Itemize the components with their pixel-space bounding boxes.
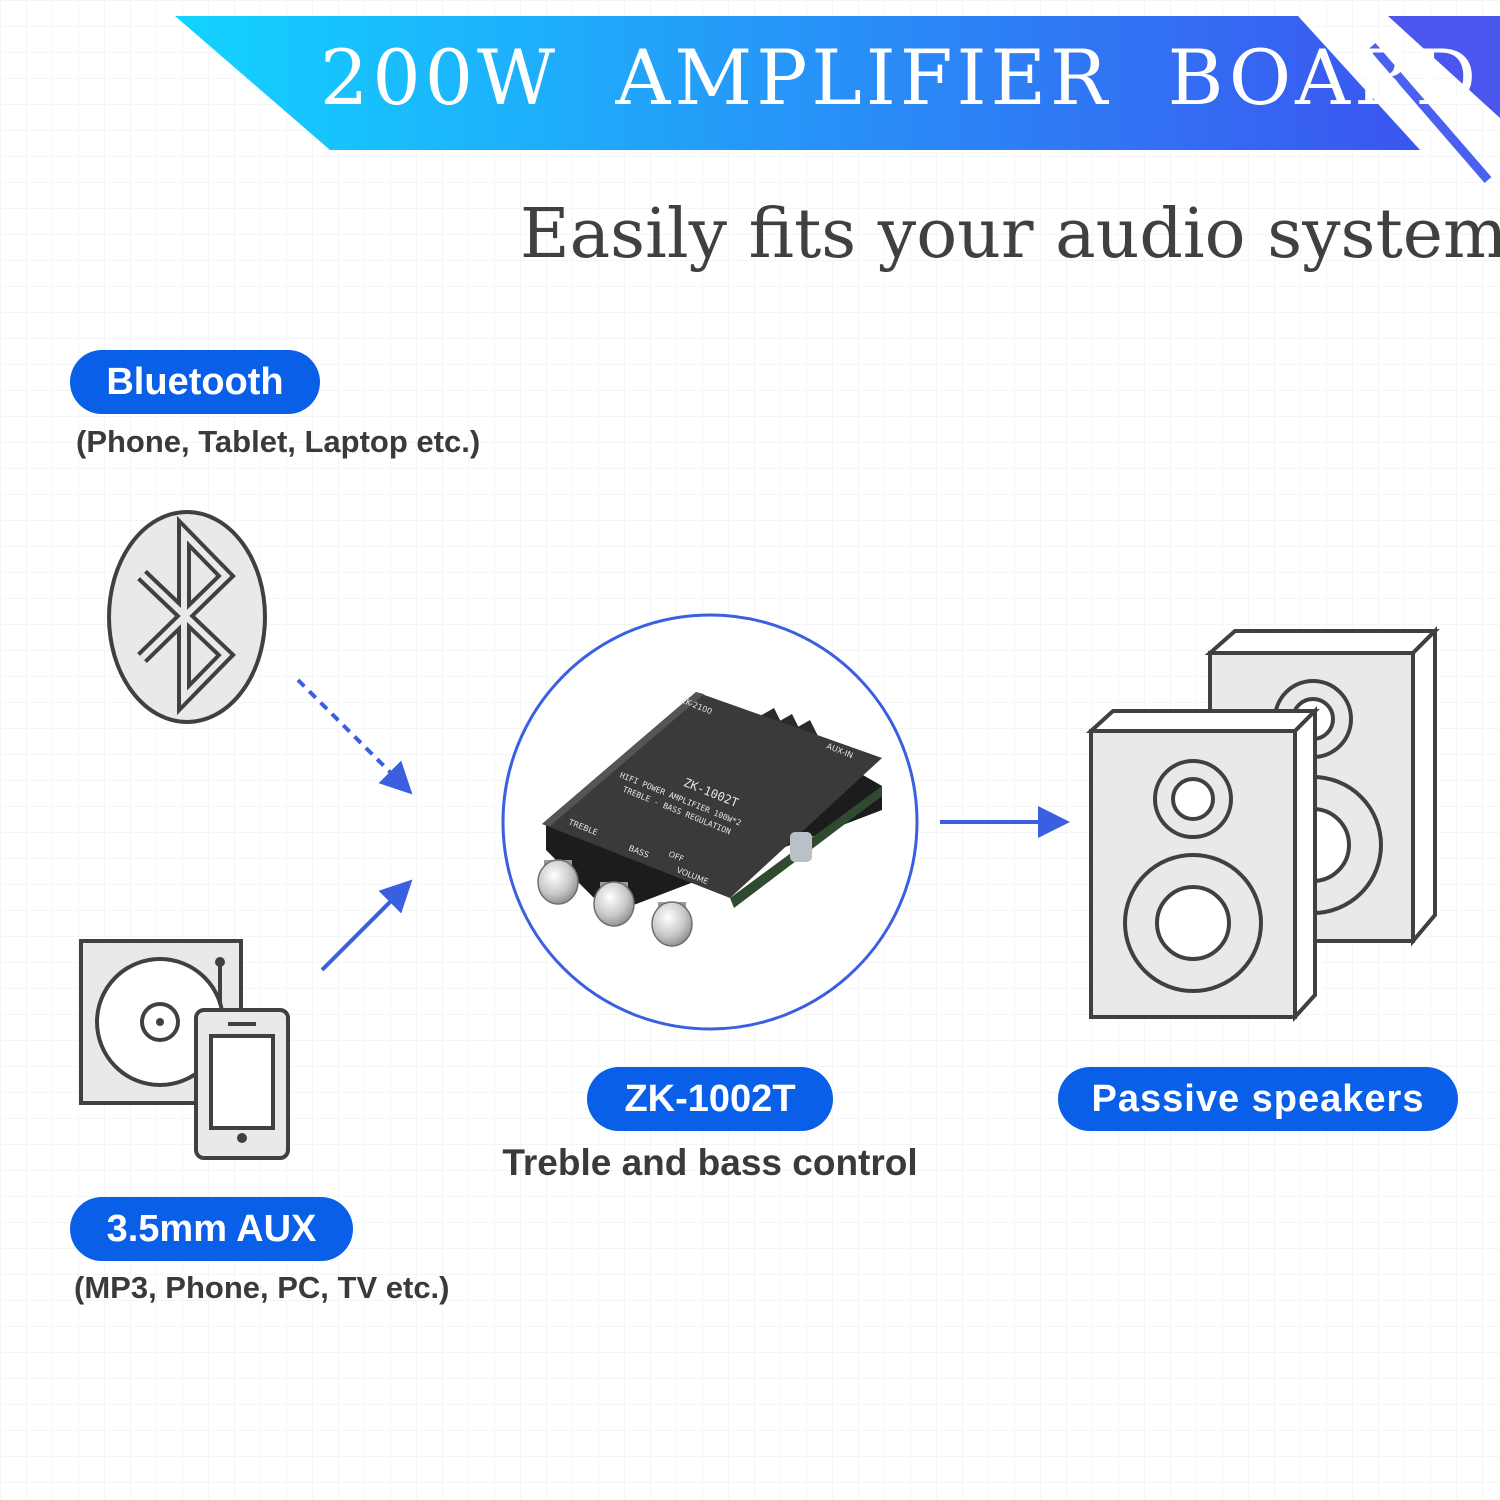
knob-bass bbox=[593, 881, 635, 927]
aux-label: 3.5mm AUX bbox=[70, 1197, 353, 1261]
page-subtitle: Easily fits your audio system bbox=[520, 195, 1500, 274]
turntable-phone-icon bbox=[79, 939, 290, 1160]
speakers-icon bbox=[1085, 626, 1440, 1023]
banner-title: 200W AMPLIFIER BOARD bbox=[320, 33, 1481, 122]
banner-band bbox=[175, 16, 1420, 150]
amplifier-note: Treble and bass control bbox=[502, 1142, 918, 1183]
banner-corner bbox=[1388, 16, 1500, 118]
aux-note: (MP3, Phone, PC, TV etc.) bbox=[74, 1270, 450, 1305]
banner-stripe bbox=[1368, 43, 1492, 183]
bluetooth-label: Bluetooth bbox=[70, 350, 320, 414]
board-top bbox=[542, 692, 882, 898]
knob-volume bbox=[651, 901, 693, 947]
bluetooth-icon bbox=[107, 510, 267, 724]
knob-treble bbox=[537, 859, 579, 905]
bluetooth-note: (Phone, Tablet, Laptop etc.) bbox=[76, 424, 481, 459]
banner-graphic bbox=[175, 16, 1500, 183]
speakers-label: Passive speakers bbox=[1058, 1067, 1458, 1131]
amplifier-board-image: ZK-1002T HIFI POWER AMPLIFIER 100W*2 TRE… bbox=[501, 613, 919, 1031]
amplifier-label: ZK-1002T bbox=[587, 1067, 833, 1131]
